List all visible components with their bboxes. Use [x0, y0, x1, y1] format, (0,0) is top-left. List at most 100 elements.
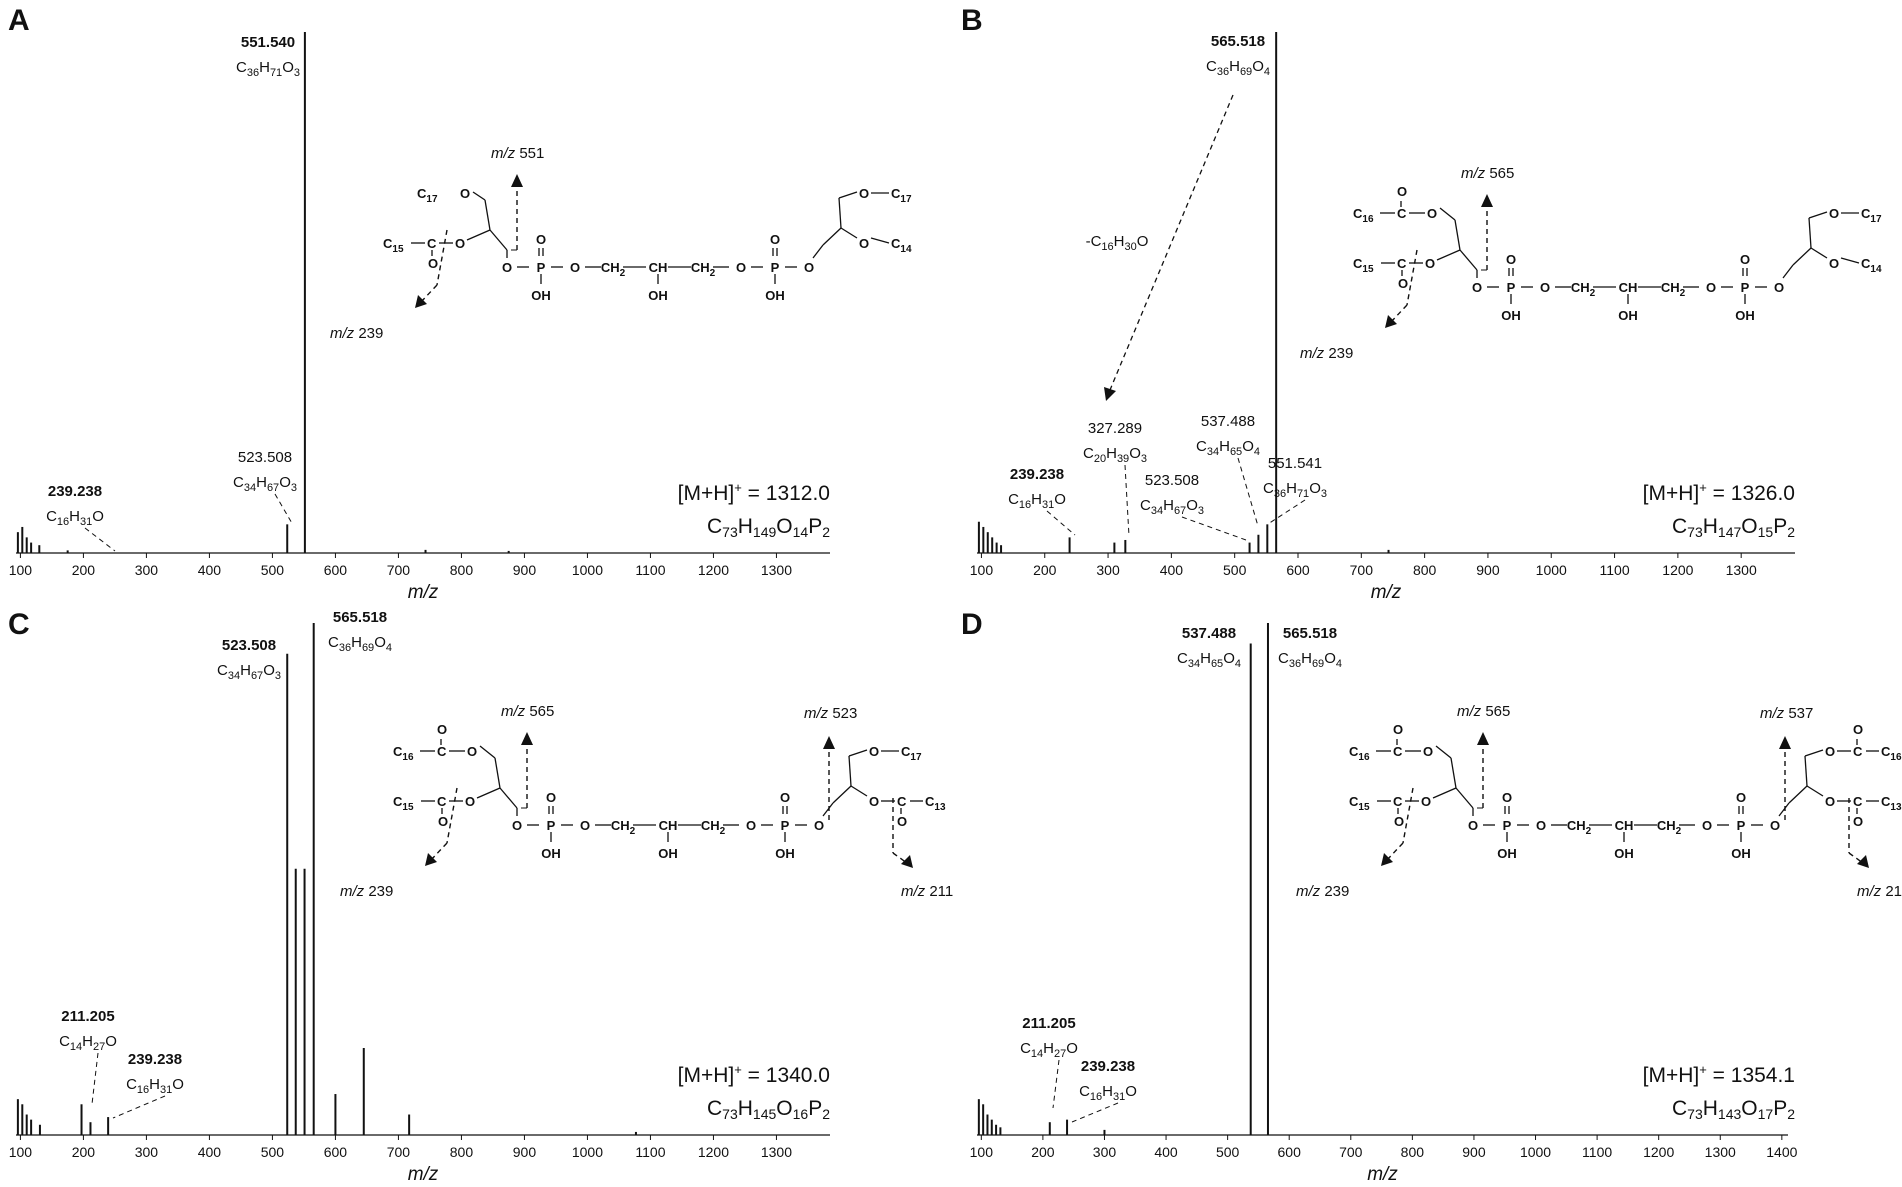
peak-formula: C34​H67​O3​ — [233, 474, 297, 494]
atom-label: C — [437, 794, 447, 809]
peak-label: 565.518 — [333, 609, 387, 626]
frag-arrow — [1406, 249, 1418, 306]
bond — [832, 785, 852, 804]
frag-arrowhead — [901, 855, 913, 868]
atom-label: O — [1397, 184, 1407, 199]
bond — [466, 229, 491, 241]
bond — [840, 227, 858, 239]
x-axis-label: m/z — [408, 582, 439, 603]
precursor-mass: [M+H]+ = 1354.1 — [1643, 1062, 1795, 1087]
backbone-atom: CH2​ — [1661, 280, 1686, 299]
chain-label: C16​ — [1353, 206, 1374, 225]
peak-formula: C34​H67​O3​ — [217, 662, 281, 682]
oh-label: OH — [531, 288, 551, 303]
peak-label: 239.238 — [1081, 1058, 1135, 1075]
x-tick-label: 700 — [1339, 1144, 1363, 1160]
x-tick-label: 800 — [450, 562, 474, 578]
bond — [812, 244, 824, 259]
x-tick-label: 1100 — [635, 562, 665, 578]
frag-arrow — [446, 787, 458, 844]
x-tick-label: 300 — [1093, 1144, 1117, 1160]
peak-formula: C16​H31​O — [126, 1076, 184, 1096]
x-tick-label: 1300 — [761, 562, 792, 578]
peak-formula: C36​H69​O4​ — [1278, 650, 1342, 670]
atom-label: C — [1393, 744, 1403, 759]
fragment-label: m/z 239 — [1296, 883, 1349, 900]
fragment-label: m/z 239 — [330, 325, 383, 342]
frag-arrowhead — [1779, 736, 1791, 749]
frag-arrow — [436, 229, 448, 286]
x-tick-label: 700 — [387, 562, 411, 578]
atom-label: O — [1825, 744, 1835, 759]
peak-formula: C36​H69​O4​ — [1206, 58, 1270, 78]
bond — [1459, 249, 1478, 271]
backbone-atom: P — [537, 260, 546, 275]
backbone-atom: O — [1706, 280, 1716, 295]
bond — [1788, 785, 1808, 804]
x-tick-label: 1000 — [572, 562, 603, 578]
oh-label: OH — [541, 846, 561, 861]
loss-arrowhead — [1104, 387, 1116, 401]
peak-formula: C16​H31​O — [46, 508, 104, 528]
peak-label: 239.238 — [48, 483, 102, 500]
panel-letter: B — [961, 4, 983, 37]
atom-label: O — [859, 186, 869, 201]
backbone-atom: CH — [649, 260, 668, 275]
x-tick-label: 600 — [324, 562, 348, 578]
x-tick-label: 1400 — [1766, 1144, 1797, 1160]
backbone-atom: CH — [1615, 818, 1634, 833]
atom-label: O — [437, 722, 447, 737]
backbone-atom: O — [570, 260, 580, 275]
label-leader — [1052, 1059, 1060, 1109]
x-tick-label: 1200 — [698, 562, 729, 578]
label-leader — [91, 1052, 99, 1105]
atom-label: O — [1736, 790, 1746, 805]
atom-label: O — [1740, 252, 1750, 267]
atom-label: O — [1853, 722, 1863, 737]
backbone-atom: P — [1741, 280, 1750, 295]
backbone-atom: O — [502, 260, 512, 275]
atom-label: O — [859, 236, 869, 251]
x-tick-label: 100 — [970, 1144, 994, 1160]
oh-label: OH — [1614, 846, 1634, 861]
chain-label: C16​ — [1349, 744, 1370, 763]
x-tick-label: 200 — [1033, 562, 1057, 578]
precursor-formula: C73​H149​O14​P2​ — [707, 515, 830, 540]
frag-arrowhead — [1385, 315, 1397, 328]
backbone-atom: O — [580, 818, 590, 833]
x-axis-label: m/z — [408, 1164, 439, 1185]
bond — [1804, 755, 1808, 787]
fragment-label: m/z 211 — [1857, 883, 1902, 900]
oh-label: OH — [658, 846, 678, 861]
bond — [848, 755, 852, 787]
bond — [1806, 785, 1824, 797]
frag-arrowhead — [1477, 732, 1489, 745]
chain-label: C17​ — [417, 186, 438, 205]
x-tick-label: 300 — [135, 1144, 159, 1160]
peak-label: 537.488 — [1182, 625, 1236, 642]
peak-label: 211.205 — [1022, 1015, 1075, 1032]
atom-label: O — [1393, 722, 1403, 737]
atom-label: C — [1397, 206, 1407, 221]
panel-letter: A — [8, 4, 30, 37]
backbone-atom: CH2​ — [1571, 280, 1596, 299]
bond — [1778, 802, 1790, 817]
x-axis-label: m/z — [1367, 1164, 1398, 1185]
atom-label: C — [897, 794, 907, 809]
x-tick-label: 300 — [1096, 562, 1120, 578]
neutral-loss-label: -C16​H30​O — [1086, 233, 1149, 253]
x-tick-label: 900 — [1476, 562, 1500, 578]
atom-label: O — [460, 186, 470, 201]
x-tick-label: 700 — [1350, 562, 1374, 578]
label-leader — [1124, 464, 1130, 537]
atom-label: O — [869, 794, 879, 809]
atom-label: O — [1502, 790, 1512, 805]
backbone-atom: CH2​ — [1567, 818, 1592, 837]
bond — [870, 237, 890, 244]
x-tick-label: 100 — [9, 1144, 33, 1160]
bond — [1792, 247, 1812, 266]
x-tick-label: 500 — [1223, 562, 1247, 578]
